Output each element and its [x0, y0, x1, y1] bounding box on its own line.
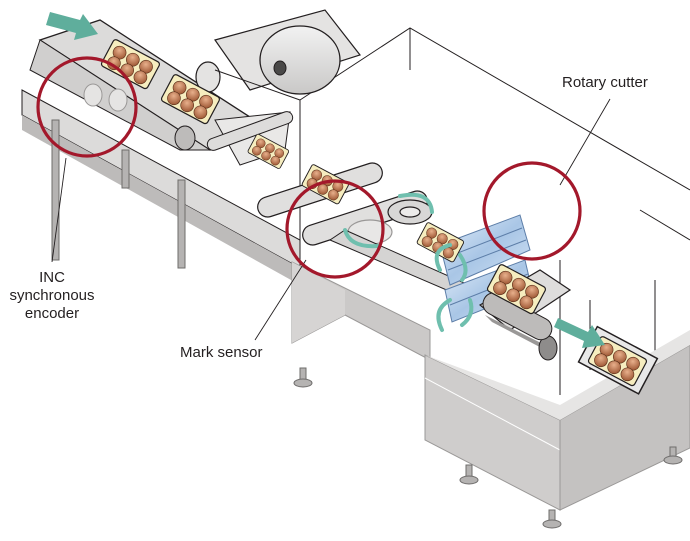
tray — [160, 74, 221, 125]
bun — [193, 105, 208, 120]
rotation-arrow-icon — [343, 228, 380, 249]
tray — [416, 222, 465, 263]
bun — [251, 146, 262, 156]
film-roll — [259, 25, 341, 95]
product-trays — [100, 39, 659, 395]
encoder-highlight-circle — [36, 56, 138, 158]
bun — [180, 98, 194, 113]
encoder-label-line-2: synchronous — [9, 287, 95, 304]
encoder-label: INC synchronous encoder — [4, 269, 100, 323]
bun — [261, 150, 271, 161]
bun — [506, 288, 520, 303]
rotary-cutter-highlight-circle — [482, 161, 582, 261]
bun — [519, 295, 534, 310]
infeed-conveyor — [29, 19, 272, 151]
rotation-arrow-icon — [434, 243, 452, 272]
bun — [493, 281, 507, 296]
infeed-arrow-icon — [46, 12, 98, 40]
bun — [594, 353, 608, 368]
bun — [327, 189, 339, 201]
highlight-circles — [36, 56, 582, 279]
mark-sensor-highlight-circle — [285, 179, 385, 279]
rotation-arrow-icon — [398, 192, 434, 214]
film-roll-assembly — [195, 9, 362, 166]
bun — [442, 247, 454, 259]
leader-lines — [51, 98, 611, 341]
bun — [167, 91, 181, 106]
bun — [133, 70, 148, 85]
bun — [620, 367, 635, 382]
mark-sensor-label: Mark sensor — [180, 344, 263, 361]
flow-arrows — [46, 12, 605, 348]
rotation-arrow-icon — [436, 298, 452, 332]
rotation-arrow-icon — [458, 253, 468, 282]
encoder-leader-line — [51, 157, 67, 263]
rotation-arrow-icon — [460, 298, 474, 327]
bun — [270, 155, 281, 166]
encoder-label-line-3: encoder — [24, 305, 80, 322]
tray — [577, 325, 659, 395]
rotary-cutter-leader-line — [559, 98, 611, 186]
rotary-cutter-label: Rotary cutter — [562, 74, 648, 91]
rotation-arrows — [343, 192, 474, 332]
encoder-label-line-1: INC — [39, 269, 65, 286]
bun — [317, 183, 329, 195]
bun — [421, 236, 433, 248]
mark-sensor-leader-line — [254, 259, 307, 341]
tray — [486, 264, 547, 315]
tray — [100, 39, 161, 90]
outfeed-arrow-icon — [554, 318, 605, 348]
machine-legs — [51, 119, 683, 529]
tray — [247, 133, 290, 169]
bun — [607, 360, 621, 375]
